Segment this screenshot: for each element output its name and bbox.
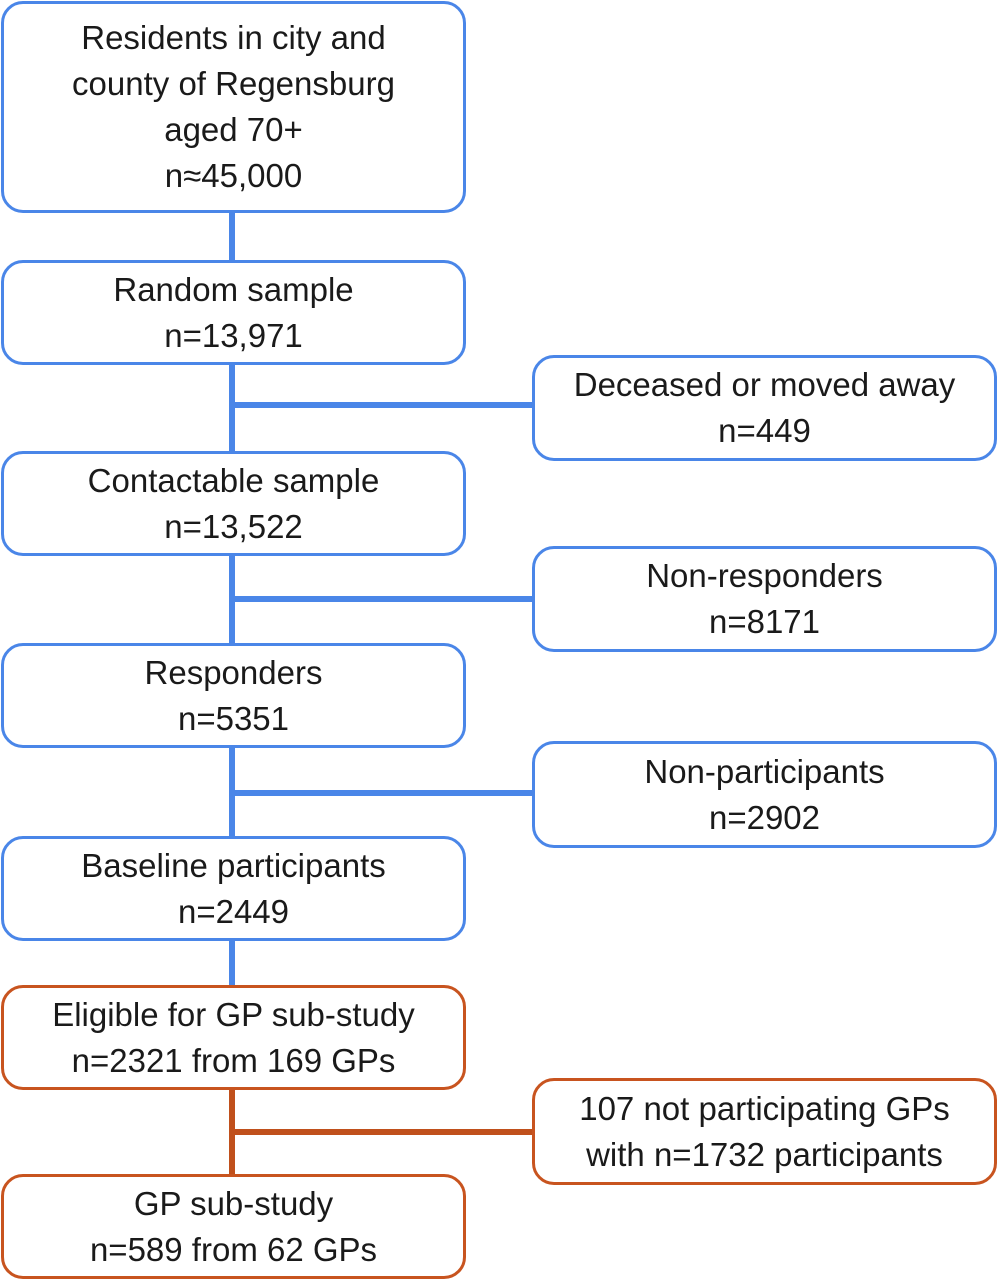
residents-line-2: county of Regensburg [72,65,395,102]
eligible-gp-substudy-count: n=2321 from 169 GPs [71,1041,396,1079]
non-participants-label: Non-participants [644,752,885,790]
random-sample-label: Random sample [113,270,354,308]
contactable-sample-label: Contactable sample [87,461,380,499]
random-sample-box: Random sample n=13,971 [1,260,466,365]
connector-line-1 [229,212,235,262]
deceased-label: Deceased or moved away [573,366,956,403]
non-responders-label: Non-responders [646,557,883,594]
residents-line-4: n≈45,000 [164,157,303,194]
branch-line-deceased [229,402,535,408]
contactable-sample-count: n=13,522 [164,507,303,545]
connector-line-5 [229,940,235,987]
baseline-participants-count: n=2449 [177,892,290,930]
responders-box: Responders n=5351 [1,643,466,748]
not-participating-gps-box: 107 not participating GPs with n=1732 pa… [532,1078,997,1185]
deceased-box: Deceased or moved away n=449 [532,355,997,461]
gp-substudy-label: GP sub-study [133,1184,334,1222]
baseline-participants-box: Baseline participants n=2449 [1,836,466,941]
eligible-gp-substudy-box: Eligible for GP sub-study n=2321 from 16… [1,985,466,1090]
branch-line-non-responders [229,596,535,602]
responders-label: Responders [144,653,323,691]
residents-line-3: aged 70+ [164,111,303,148]
gp-substudy-box: GP sub-study n=589 from 62 GPs [1,1174,466,1279]
eligible-gp-substudy-label: Eligible for GP sub-study [52,995,415,1033]
residents-box: Residents in city and county of Regensbu… [1,1,466,213]
non-participants-count: n=2902 [708,798,821,836]
random-sample-count: n=13,971 [164,316,303,354]
responders-count: n=5351 [177,699,290,737]
residents-line-1: Residents in city and [81,19,386,56]
non-responders-box: Non-responders n=8171 [532,546,997,652]
branch-line-gps [229,1129,535,1135]
branch-line-non-participants [229,790,535,796]
contactable-sample-box: Contactable sample n=13,522 [1,451,466,556]
not-participating-gps-count: with n=1732 participants [586,1135,943,1173]
baseline-participants-label: Baseline participants [81,846,386,884]
non-responders-count: n=8171 [708,603,821,640]
non-participants-box: Non-participants n=2902 [532,741,997,848]
deceased-count: n=449 [718,412,811,449]
not-participating-gps-label: 107 not participating GPs [579,1089,950,1127]
gp-substudy-count: n=589 from 62 GPs [89,1230,378,1268]
